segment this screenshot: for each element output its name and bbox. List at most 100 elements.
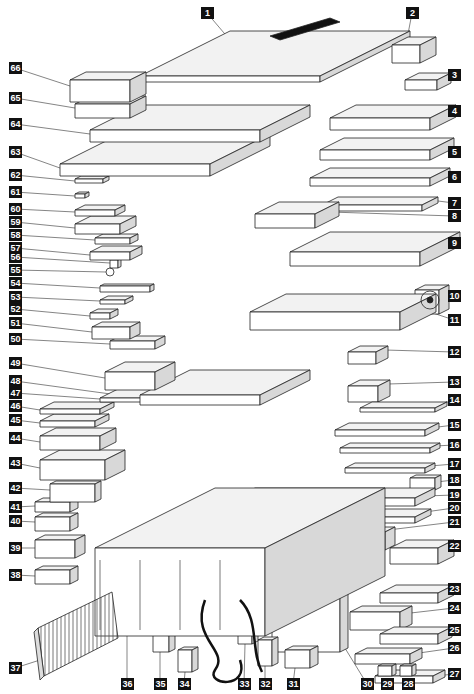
part-outline bbox=[192, 647, 198, 672]
part-outline bbox=[155, 336, 165, 349]
leader-line bbox=[127, 636, 128, 684]
callout-number: 33 bbox=[238, 678, 251, 690]
part-outline bbox=[155, 362, 175, 390]
leader-line bbox=[15, 235, 95, 240]
part-outline bbox=[178, 650, 192, 672]
part-outline bbox=[95, 481, 101, 502]
part-outline bbox=[90, 252, 130, 260]
part-outline bbox=[250, 312, 400, 330]
part-outline bbox=[140, 76, 320, 82]
part-outline bbox=[75, 210, 115, 216]
part-outline bbox=[95, 238, 130, 244]
callout-number: 25 bbox=[448, 624, 461, 636]
callout-number: 51 bbox=[9, 317, 22, 329]
part-outline bbox=[100, 286, 150, 292]
callout-number: 52 bbox=[9, 303, 22, 315]
part-outline bbox=[380, 593, 438, 603]
leader-line bbox=[15, 98, 75, 108]
callout-number: 44 bbox=[9, 432, 22, 444]
part-outline bbox=[150, 284, 154, 292]
callout-number: 38 bbox=[9, 569, 22, 581]
part-outline bbox=[110, 309, 118, 319]
part-outline bbox=[50, 481, 101, 484]
callout-number: 14 bbox=[448, 394, 461, 406]
part-outline bbox=[378, 666, 392, 676]
callout-number: 26 bbox=[448, 642, 461, 654]
part-outline bbox=[348, 386, 378, 402]
part-outline bbox=[405, 80, 437, 90]
part-outline bbox=[410, 648, 422, 664]
part-outline bbox=[415, 488, 435, 506]
callout-number: 29 bbox=[381, 678, 394, 690]
part-outline bbox=[400, 606, 412, 630]
callout-number: 64 bbox=[9, 118, 22, 130]
part-outline bbox=[75, 224, 120, 234]
callout-number: 61 bbox=[9, 186, 22, 198]
part-outline bbox=[340, 443, 440, 448]
part-outline bbox=[320, 150, 430, 160]
part-outline bbox=[50, 484, 95, 502]
callout-number: 55 bbox=[9, 264, 22, 276]
part-outline bbox=[340, 448, 430, 453]
part-outline bbox=[40, 460, 105, 480]
callout-number: 46 bbox=[9, 400, 22, 412]
callout-number: 7 bbox=[448, 197, 461, 209]
part-outline bbox=[415, 509, 431, 523]
part-outline bbox=[125, 296, 133, 304]
callout-number: 39 bbox=[9, 542, 22, 554]
callout-number: 49 bbox=[9, 357, 22, 369]
part-outline bbox=[85, 192, 89, 198]
part-outline bbox=[315, 202, 339, 228]
callout-number: 23 bbox=[448, 583, 461, 595]
part-outline bbox=[400, 666, 412, 676]
callout-number: 53 bbox=[9, 291, 22, 303]
part-outline bbox=[130, 322, 140, 339]
leader-line bbox=[15, 309, 90, 316]
part-outline bbox=[75, 104, 130, 118]
part-outline bbox=[392, 45, 420, 63]
part-outline bbox=[100, 428, 116, 450]
callout-number: 8 bbox=[448, 210, 461, 222]
callout-number: 45 bbox=[9, 414, 22, 426]
leader-line bbox=[15, 297, 100, 301]
part-outline bbox=[272, 637, 278, 666]
part-outline bbox=[130, 72, 146, 102]
part-outline bbox=[100, 300, 125, 304]
callout-number: 21 bbox=[448, 516, 461, 528]
part-outline bbox=[435, 475, 441, 490]
part-outline bbox=[310, 646, 318, 668]
part-outline bbox=[75, 194, 85, 198]
part-outline bbox=[35, 540, 75, 558]
callout-number: 1 bbox=[201, 7, 214, 19]
part-outline bbox=[130, 246, 142, 260]
part-outline bbox=[348, 352, 376, 364]
callout-number: 24 bbox=[448, 602, 461, 614]
part-outline bbox=[265, 488, 385, 636]
part-outline bbox=[140, 395, 260, 405]
callout-number: 34 bbox=[178, 678, 191, 690]
part-outline bbox=[376, 346, 388, 364]
leader-line bbox=[15, 192, 75, 196]
leader-line bbox=[15, 283, 100, 288]
part-outline bbox=[75, 179, 103, 183]
part-outline bbox=[310, 168, 450, 178]
callout-number: 13 bbox=[448, 376, 461, 388]
callout-number: 5 bbox=[448, 146, 461, 158]
part-outline bbox=[40, 421, 95, 427]
part-outline bbox=[95, 414, 109, 427]
callout-number: 2 bbox=[406, 7, 419, 19]
leader-line bbox=[15, 393, 100, 399]
part-outline bbox=[92, 327, 130, 339]
part-outline bbox=[378, 380, 390, 402]
callout-number: 58 bbox=[9, 229, 22, 241]
callout-number: 30 bbox=[361, 678, 374, 690]
callout-number: 47 bbox=[9, 387, 22, 399]
callout-number: 48 bbox=[9, 375, 22, 387]
callout-number: 27 bbox=[448, 668, 461, 680]
part-outline bbox=[35, 517, 70, 531]
part-outline bbox=[420, 37, 436, 63]
callout-number: 9 bbox=[448, 237, 461, 249]
callout-number: 63 bbox=[9, 146, 22, 158]
part-outline bbox=[260, 105, 310, 142]
